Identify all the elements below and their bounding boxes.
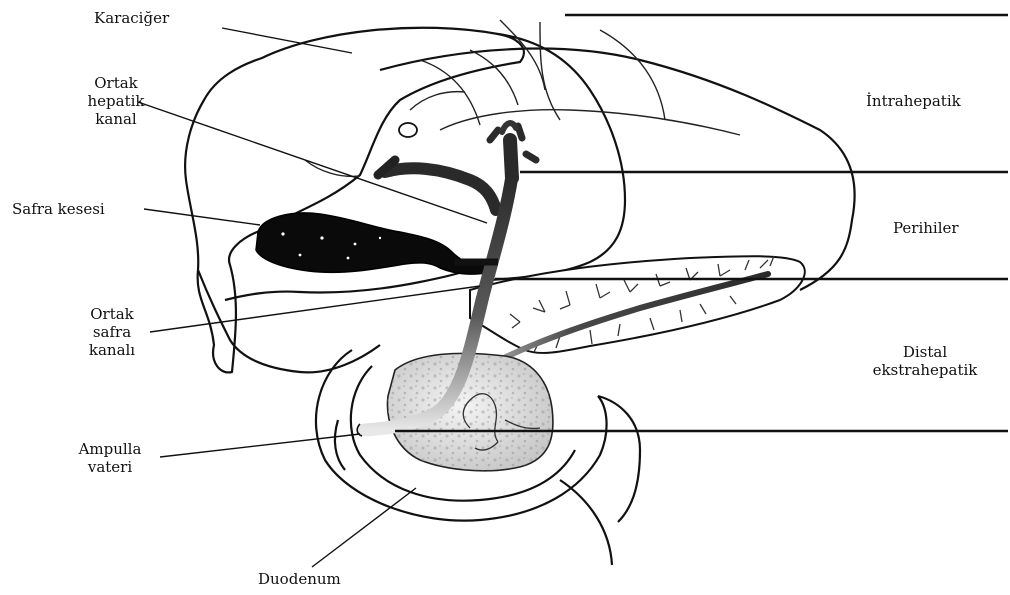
leader-ampulla-vateri: [160, 434, 360, 457]
label-ampulla-vateri: Ampulla vateri: [52, 440, 168, 476]
label-line: safra: [62, 323, 162, 341]
leader-duodenum: [312, 488, 416, 567]
region-distal-ekstrahepatik: Distal ekstrahepatik: [850, 343, 1000, 379]
label-duodenum: Duodenum: [258, 570, 341, 588]
label-line: kanalı: [62, 341, 162, 359]
label-ortak-safra-kanali: Ortak safra kanalı: [62, 305, 162, 359]
region-intrahepatik: İntrahepatik: [866, 92, 961, 110]
leader-karaciger: [222, 28, 352, 53]
label-line: Ortak: [62, 305, 162, 323]
label-line: hepatik: [62, 92, 170, 110]
label-ortak-hepatik-kanal: Ortak hepatik kanal: [62, 74, 170, 128]
label-safra-kesesi: Safra kesesi: [12, 200, 105, 218]
label-line: Ampulla: [52, 440, 168, 458]
pancreas-head-texture: [387, 353, 552, 470]
label-text: Perihiler: [893, 219, 959, 237]
label-karaciger: Karaciğer: [94, 9, 169, 27]
pancreas-shape: [470, 256, 805, 353]
hilum-vessel: [399, 123, 417, 137]
label-text: Karaciğer: [94, 9, 169, 27]
region-perihiler: Perihiler: [893, 219, 959, 237]
label-line: ekstrahepatik: [850, 361, 1000, 379]
label-text: Duodenum: [258, 570, 341, 588]
label-line: kanal: [62, 110, 170, 128]
leader-safra-kesesi: [144, 209, 260, 225]
label-line: vateri: [52, 458, 168, 476]
label-text: Safra kesesi: [12, 200, 105, 218]
label-line: Distal: [850, 343, 1000, 361]
label-line: Ortak: [62, 74, 170, 92]
label-text: İntrahepatik: [866, 92, 961, 110]
leader-lines: [138, 28, 487, 567]
